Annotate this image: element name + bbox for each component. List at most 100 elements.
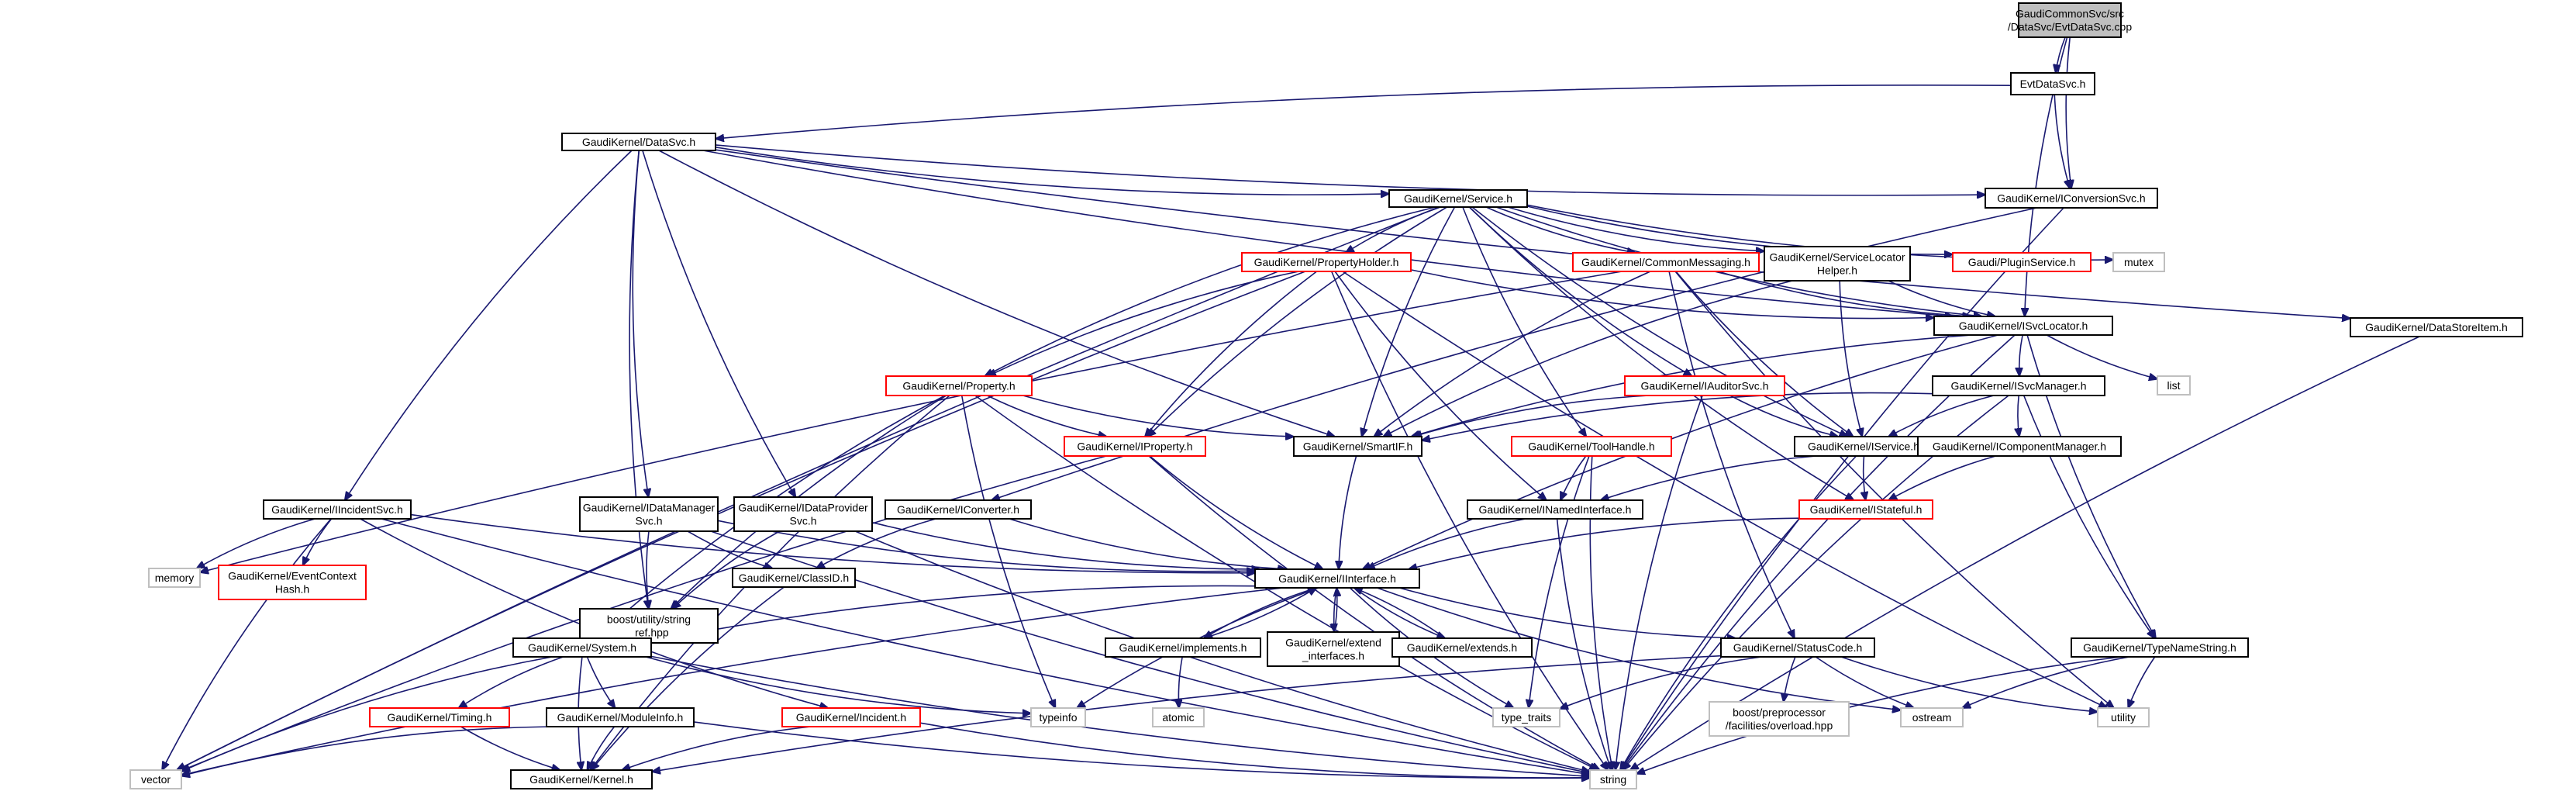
edge-iincidentsvc-to-string: [381, 518, 1590, 775]
node-iinterface[interactable]: GaudiKernel/IInterface.h: [1254, 568, 1420, 589]
node-box: [2157, 375, 2191, 396]
node-iconverter[interactable]: GaudiKernel/IConverter.h: [885, 499, 1032, 520]
edge-isvclocator-to-isvcmanager: [2019, 334, 2023, 376]
node-extends[interactable]: GaudiKernel/extends.h: [1391, 637, 1533, 658]
edge-classid-to-kernel: [591, 586, 785, 770]
node-extendinterfaces[interactable]: GaudiKernel/extend_interfaces.h: [1267, 631, 1400, 667]
edge-extendinterfaces-to-iinterface: [1334, 588, 1337, 633]
node-label: mutex: [2124, 256, 2154, 268]
node-atomic: atomic: [1152, 707, 1205, 727]
edge-extends-to-iinterface: [1354, 588, 1446, 639]
node-kernel[interactable]: GaudiKernel/Kernel.h: [510, 769, 653, 789]
node-box: [263, 499, 412, 520]
node-system[interactable]: GaudiKernel/System.h: [512, 637, 652, 658]
node-timing[interactable]: GaudiKernel/Timing.h: [369, 707, 510, 727]
node-label: GaudiKernel/IConverter.h: [897, 503, 1019, 516]
node-isvclocator[interactable]: GaudiKernel/ISvcLocator.h: [1933, 316, 2113, 336]
node-datastoreitem[interactable]: GaudiKernel/DataStoreItem.h: [2350, 317, 2523, 337]
edge-property-to-iproperty: [987, 395, 1106, 437]
node-stringref[interactable]: boost/utility/string_ref.hpp: [579, 608, 719, 644]
node-commonmessaging[interactable]: GaudiKernel/CommonMessaging.h: [1572, 252, 1760, 272]
node-label: GaudiKernel/ServiceLocator: [1769, 251, 1905, 264]
node-smartif[interactable]: GaudiKernel/SmartIF.h: [1293, 436, 1422, 457]
node-moduleinfo[interactable]: GaudiKernel/ModuleInfo.h: [546, 707, 695, 727]
node-inamedinterface[interactable]: GaudiKernel/INamedInterface.h: [1467, 499, 1643, 520]
node-propertyholder[interactable]: GaudiKernel/PropertyHolder.h: [1241, 252, 1412, 272]
node-label: GaudiKernel/StatusCode.h: [1733, 641, 1863, 654]
node-iincidentsvc[interactable]: GaudiKernel/IIncidentSvc.h: [263, 499, 412, 520]
node-istateful[interactable]: GaudiKernel/IStateful.h: [1798, 499, 1933, 520]
node-box: [1709, 701, 1850, 737]
edge-timing-to-kernel: [460, 726, 560, 770]
node-box: [885, 499, 1032, 520]
node-label: GaudiKernel/PropertyHolder.h: [1254, 256, 1399, 268]
node-datasvc[interactable]: GaudiKernel/DataSvc.h: [561, 133, 716, 151]
node-box: [369, 707, 510, 727]
edge-datasvc-to-stringref: [629, 150, 648, 609]
node-label: GaudiKernel/ClassID.h: [739, 572, 849, 584]
edge-service-to-toolhandle: [1462, 206, 1586, 437]
edge-datasvc-to-service: [715, 147, 1389, 195]
node-incident[interactable]: GaudiKernel/Incident.h: [781, 707, 921, 727]
node-label: GaudiKernel/IDataProvider: [738, 502, 868, 514]
node-property[interactable]: GaudiKernel/Property.h: [885, 375, 1033, 396]
node-label: utility: [2111, 711, 2136, 724]
node-iauditorsvc[interactable]: GaudiKernel/IAuditorSvc.h: [1624, 375, 1785, 396]
edge-implements-to-atomic: [1178, 656, 1183, 708]
node-statuscode[interactable]: GaudiKernel/StatusCode.h: [1720, 637, 1875, 658]
edge-implements-to-iinterface: [1203, 588, 1316, 639]
node-box: [732, 568, 856, 588]
node-box: [1932, 375, 2105, 396]
node-typenamestring[interactable]: GaudiKernel/TypeNameString.h: [2071, 637, 2249, 658]
node-label: GaudiKernel/Timing.h: [388, 711, 492, 724]
node-label: Svc.h: [635, 515, 662, 527]
node-root[interactable]: GaudiCommonSvc/src/DataSvc/EvtDataSvc.cp…: [2008, 2, 2133, 38]
node-iproperty[interactable]: GaudiKernel/IProperty.h: [1064, 436, 1206, 457]
node-service[interactable]: GaudiKernel/Service.h: [1388, 189, 1528, 208]
edge-datasvc-to-iconversionsvc: [715, 144, 1985, 195]
node-label: boost/utility/string: [607, 613, 691, 626]
edge-idataprovidersvc-to-iinterface: [871, 521, 1260, 569]
edge-datasvc-to-isvclocator: [702, 150, 1954, 316]
edge-commonmessaging-to-statuscode: [1668, 271, 1795, 638]
edge-iincidentsvc-to-iinterface: [410, 513, 1255, 573]
edge-service-to-iproperty: [1147, 206, 1448, 437]
node-toolhandle[interactable]: GaudiKernel/ToolHandle.h: [1511, 436, 1672, 457]
edge-iconverter-to-iinterface: [1009, 518, 1286, 569]
node-iservice[interactable]: GaudiKernel/IService.h: [1794, 436, 1933, 457]
node-label: GaudiKernel/Service.h: [1404, 192, 1512, 205]
node-label: GaudiKernel/IStateful.h: [1810, 503, 1923, 516]
edge-commonmessaging-to-memory: [200, 271, 1623, 572]
edge-istateful-to-iinterface: [1409, 517, 1800, 569]
node-evtdatasvc[interactable]: EvtDataSvc.h: [2010, 72, 2095, 95]
node-label: GaudiKernel/INamedInterface.h: [1479, 503, 1632, 516]
node-label: GaudiKernel/IAuditorSvc.h: [1641, 380, 1769, 392]
edge-propertyholder-to-property: [988, 271, 1299, 376]
edge-datastoreitem-to-string: [1630, 336, 2420, 770]
edge-iinterface-to-ostream: [1377, 587, 1901, 710]
node-classid[interactable]: GaudiKernel/ClassID.h: [732, 568, 856, 588]
node-pluginservice[interactable]: Gaudi/PluginService.h: [1952, 252, 2091, 272]
edge-service-to-istateful: [1468, 206, 1854, 500]
node-implements[interactable]: GaudiKernel/implements.h: [1105, 637, 1261, 658]
node-box: [1985, 188, 2158, 209]
edge-toolhandle-to-string: [1589, 455, 1612, 770]
edge-statuscode-to-typetraits: [1560, 656, 1762, 709]
edge-iproperty-to-vector: [181, 455, 1107, 771]
node-iconversionsvc[interactable]: GaudiKernel/IConversionSvc.h: [1985, 188, 2158, 209]
edge-inamedinterface-to-string: [1556, 518, 1612, 770]
edge-iinterface-to-implements: [1204, 587, 1317, 638]
edge-statuscode-to-kernel: [652, 655, 1722, 772]
node-box: [1391, 637, 1533, 658]
node-icomponentmanager[interactable]: GaudiKernel/IComponentManager.h: [1917, 436, 2122, 457]
node-label: Svc.h: [789, 515, 816, 527]
edge-iconverter-to-classid: [816, 518, 936, 568]
node-box: [546, 707, 695, 727]
edge-icomponentmanager-to-istateful: [1888, 455, 1996, 500]
node-box: [561, 133, 716, 151]
node-isvcmanager[interactable]: GaudiKernel/ISvcManager.h: [1932, 375, 2105, 396]
